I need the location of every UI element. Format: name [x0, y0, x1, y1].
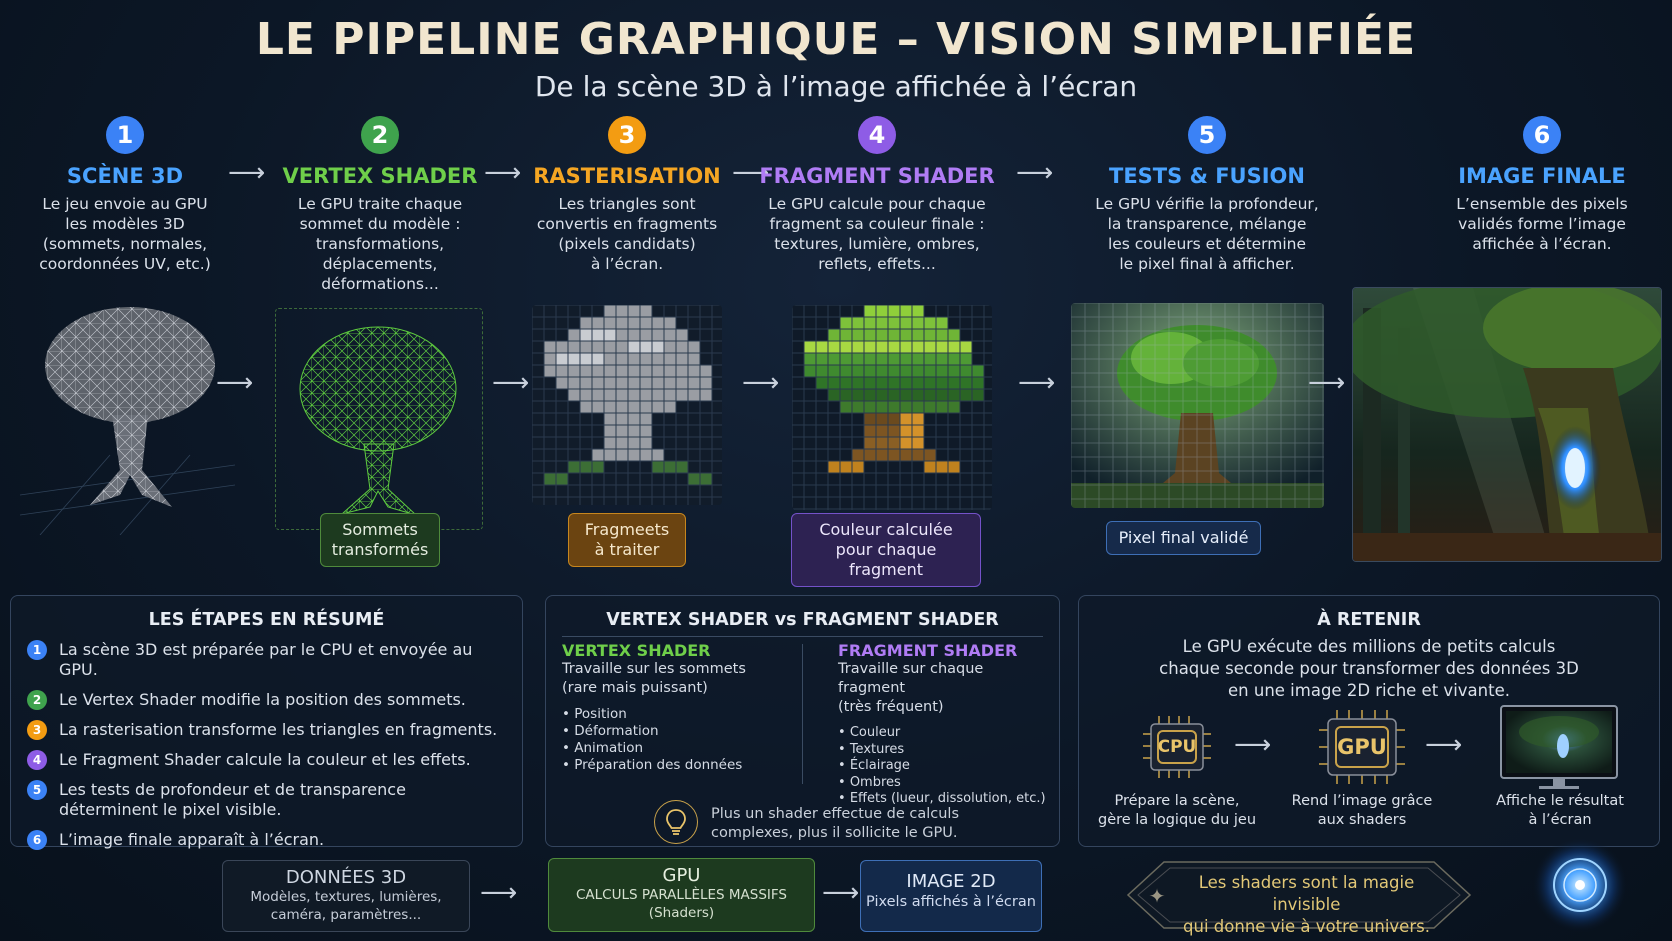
step-number-badge: 5: [27, 780, 47, 800]
arrow-right-icon: ⟶: [732, 158, 770, 188]
vertex-bullet-list: Position Déformation Animation Préparati…: [562, 706, 792, 774]
arrow-right-icon: ⟶: [1425, 730, 1463, 760]
step-description: Le GPU vérifie la profondeur,la transpar…: [1095, 195, 1319, 273]
arrow-right-icon: ⟶: [228, 158, 266, 188]
page-subtitle: De la scène 3D à l’image affichée à l’éc…: [534, 70, 1138, 103]
step-number-badge: 2: [361, 116, 399, 154]
cpu-chip-icon: CPU: [1143, 716, 1211, 778]
fragment-title: FRAGMENT SHADER: [838, 641, 1018, 660]
list-item: 3 La rasterisation transforme les triang…: [27, 720, 508, 740]
step-number-badge: 4: [27, 750, 47, 770]
fragment-subtitle: Travaille sur chaque fragment(très fréqu…: [838, 661, 984, 715]
fragment-column: FRAGMENT SHADER Travaille sur chaque fra…: [838, 641, 1048, 808]
arrow-right-icon: ⟶: [1234, 730, 1272, 760]
arrow-right-icon: ⟶: [480, 878, 518, 908]
divider: [562, 636, 1043, 637]
step-number-badge: 2: [27, 690, 47, 710]
divider: [802, 644, 803, 784]
summary-title: LES ÉTAPES EN RÉSUMÉ: [148, 610, 385, 630]
vertex-title: VERTEX SHADER: [562, 641, 711, 660]
wireframe-tree-image: [20, 295, 235, 535]
step-title: VERTEX SHADER: [282, 164, 478, 188]
arrow-right-icon: ⟶: [822, 878, 860, 908]
step-title: SCÈNE 3D: [66, 164, 184, 188]
vertex-wireframe-image: [275, 308, 483, 530]
step-number-badge: 4: [858, 116, 896, 154]
step-fragment-shader: 4 FRAGMENT SHADER Le GPU calcule pour ch…: [752, 116, 1002, 274]
step-number-badge: 3: [27, 720, 47, 740]
arrow-right-icon: ⟶: [1016, 158, 1054, 188]
step-title: TESTS & FUSION: [1109, 164, 1305, 188]
arrow-right-icon: ⟶: [492, 368, 530, 398]
arrow-right-icon: ⟶: [216, 368, 254, 398]
image-2d-title: IMAGE 2D: [906, 871, 996, 892]
glowing-rune-icon: [1530, 835, 1630, 935]
comparison-panel: VERTEX SHADER vs FRAGMENT SHADER VERTEX …: [545, 595, 1060, 847]
gpu-chip-icon: GPU: [1319, 710, 1405, 784]
tag-pixel-final-valide: Pixel final validé: [1106, 521, 1261, 555]
step-title: FRAGMENT SHADER: [759, 164, 995, 188]
fragment-bullet-list: Couleur Textures Éclairage Ombres Effets…: [838, 725, 1048, 808]
step-number-badge: 6: [1523, 116, 1561, 154]
list-item: 1 La scène 3D est préparée par le CPU et…: [27, 640, 508, 680]
step-number-badge: 1: [106, 116, 144, 154]
donnees-3d-box: DONNÉES 3D Modèles, textures, lumières,c…: [222, 860, 470, 932]
vertex-column: VERTEX SHADER Travaille sur les sommets(…: [562, 641, 792, 774]
arrow-right-icon: ⟶: [742, 368, 780, 398]
monitor-icon: [1499, 704, 1619, 790]
vertex-subtitle: Travaille sur les sommets(rare mais puis…: [562, 661, 746, 696]
image-2d-subtitle: Pixels affichés à l’écran: [866, 894, 1036, 910]
step-number-badge: 5: [1188, 116, 1226, 154]
remember-panel: À RETENIR Le GPU exécute des millions de…: [1078, 595, 1660, 847]
comparison-title: VERTEX SHADER vs FRAGMENT SHADER: [606, 610, 999, 630]
fragment-colored-grid-image: [792, 305, 992, 510]
arrow-right-icon: ⟶: [1308, 368, 1346, 398]
donnees-3d-subtitle: Modèles, textures, lumières,caméra, para…: [250, 889, 442, 923]
step-title: IMAGE FINALE: [1458, 164, 1626, 188]
gpu-box-title: GPU: [662, 865, 701, 886]
image-2d-box: IMAGE 2D Pixels affichés à l’écran: [860, 860, 1042, 932]
list-item: 5 Les tests de profondeur et de transpar…: [27, 780, 508, 820]
step-title: RASTERISATION: [533, 164, 721, 188]
remember-title: À RETENIR: [1317, 610, 1421, 630]
arrow-right-icon: ⟶: [484, 158, 522, 188]
page-title: LE PIPELINE GRAPHIQUE – VISION SIMPLIFIÉ…: [255, 14, 1417, 65]
step-number-badge: 3: [608, 116, 646, 154]
final-forest-image: [1352, 287, 1662, 562]
arrow-right-icon: ⟶: [1018, 368, 1056, 398]
list-item: 6 L’image finale apparaît à l’écran.: [27, 830, 508, 850]
gpu-box: GPU CALCULS PARALLÈLES MASSIFS(Shaders): [548, 858, 815, 932]
step-tests-fusion: 5 TESTS & FUSION Le GPU vérifie la profo…: [1077, 116, 1337, 274]
gpu-box-subtitle: CALCULS PARALLÈLES MASSIFS(Shaders): [575, 887, 788, 921]
summary-panel: LES ÉTAPES EN RÉSUMÉ 1 La scène 3D est p…: [10, 595, 523, 850]
step-number-badge: 1: [27, 640, 47, 660]
tests-fusion-image: [1071, 303, 1324, 508]
cpu-caption: Prépare la scène,gère la logique du jeu: [1097, 793, 1257, 828]
list-item: 2 Le Vertex Shader modifie la position d…: [27, 690, 508, 710]
step-number-badge: 6: [27, 830, 47, 850]
remember-text: Le GPU exécute des millions de petits ca…: [1159, 637, 1579, 700]
compass-ornament-icon: ✦: [1148, 884, 1166, 908]
lightbulb-icon: [654, 800, 698, 844]
list-item: 4 Le Fragment Shader calcule la couleur …: [27, 750, 508, 770]
rasterized-grid-image: [532, 305, 722, 505]
donnees-3d-title: DONNÉES 3D: [285, 867, 407, 888]
